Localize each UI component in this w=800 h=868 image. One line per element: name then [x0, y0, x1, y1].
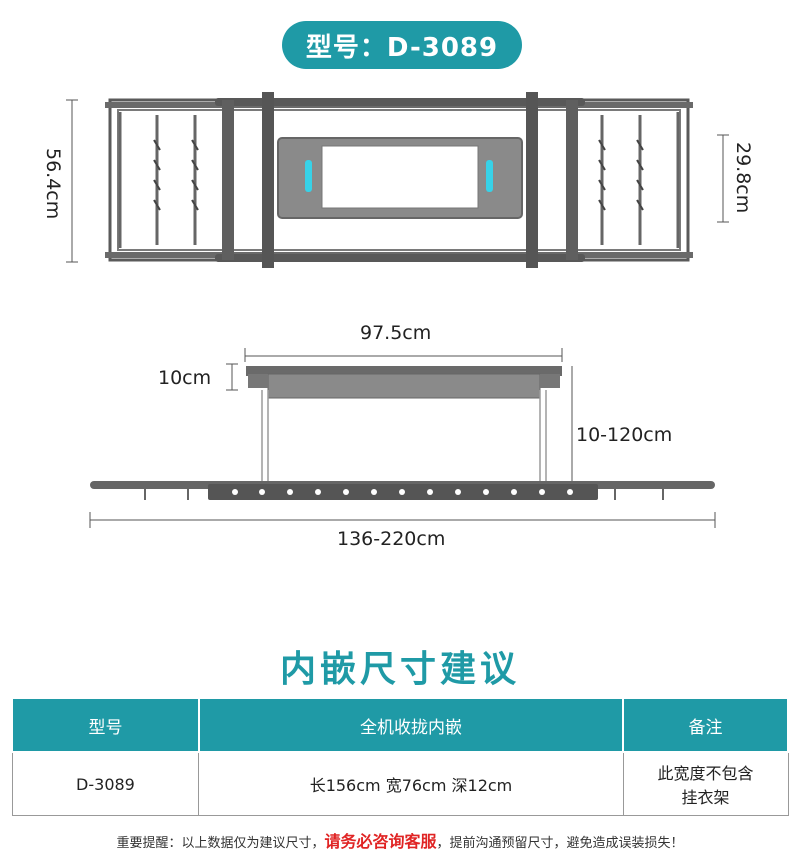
table-header-model: 型号 — [11, 697, 200, 753]
section-title: 内嵌尺寸建议 — [279, 649, 520, 690]
rod-length-dimension-label: 136-220cm — [337, 528, 446, 550]
lift-range-dimension-label: 10-120cm — [576, 424, 673, 446]
table-header-row: 型号 全机收拢内嵌 备注 — [11, 697, 789, 753]
table-cell-model: D-3089 — [11, 751, 200, 816]
box-height-dimension-label: 10cm — [158, 367, 212, 389]
model-title-badge: 型号：D-3089 — [282, 21, 522, 69]
table-cell-remark: 此宽度不包含 挂衣架 — [622, 751, 789, 816]
top-view-drawing — [66, 92, 729, 268]
note-highlight: 请务必咨询客服 — [324, 832, 437, 851]
product-diagram — [66, 92, 729, 528]
table-header-size: 全机收拢内嵌 — [197, 697, 625, 753]
table-header-remark: 备注 — [622, 697, 789, 753]
top-width-dimension-label: 97.5cm — [360, 322, 432, 344]
remark-line2: 挂衣架 — [681, 788, 730, 807]
side-view-drawing — [89, 348, 716, 528]
important-note: 重要提醒：以上数据仅为建议尺寸，请务必咨询客服，提前沟通预留尺寸，避免造成误装损… — [0, 828, 800, 852]
note-suffix: ，提前沟通预留尺寸，避免造成误装损失！ — [436, 836, 684, 851]
depth-dimension-label: 56.4cm — [42, 148, 64, 220]
table-cell-size: 长156cm 宽76cm 深12cm — [198, 751, 624, 816]
spec-table: 型号 全机收拢内嵌 备注 D-3089 长156cm 宽76cm 深12cm 此… — [11, 697, 789, 816]
remark-line1: 此宽度不包含 — [657, 764, 754, 783]
inner-depth-dimension-label: 29.8cm — [732, 142, 754, 214]
table-row: D-3089 长156cm 宽76cm 深12cm 此宽度不包含 挂衣架 — [11, 751, 789, 816]
note-prefix: 重要提醒：以上数据仅为建议尺寸， — [116, 836, 325, 851]
